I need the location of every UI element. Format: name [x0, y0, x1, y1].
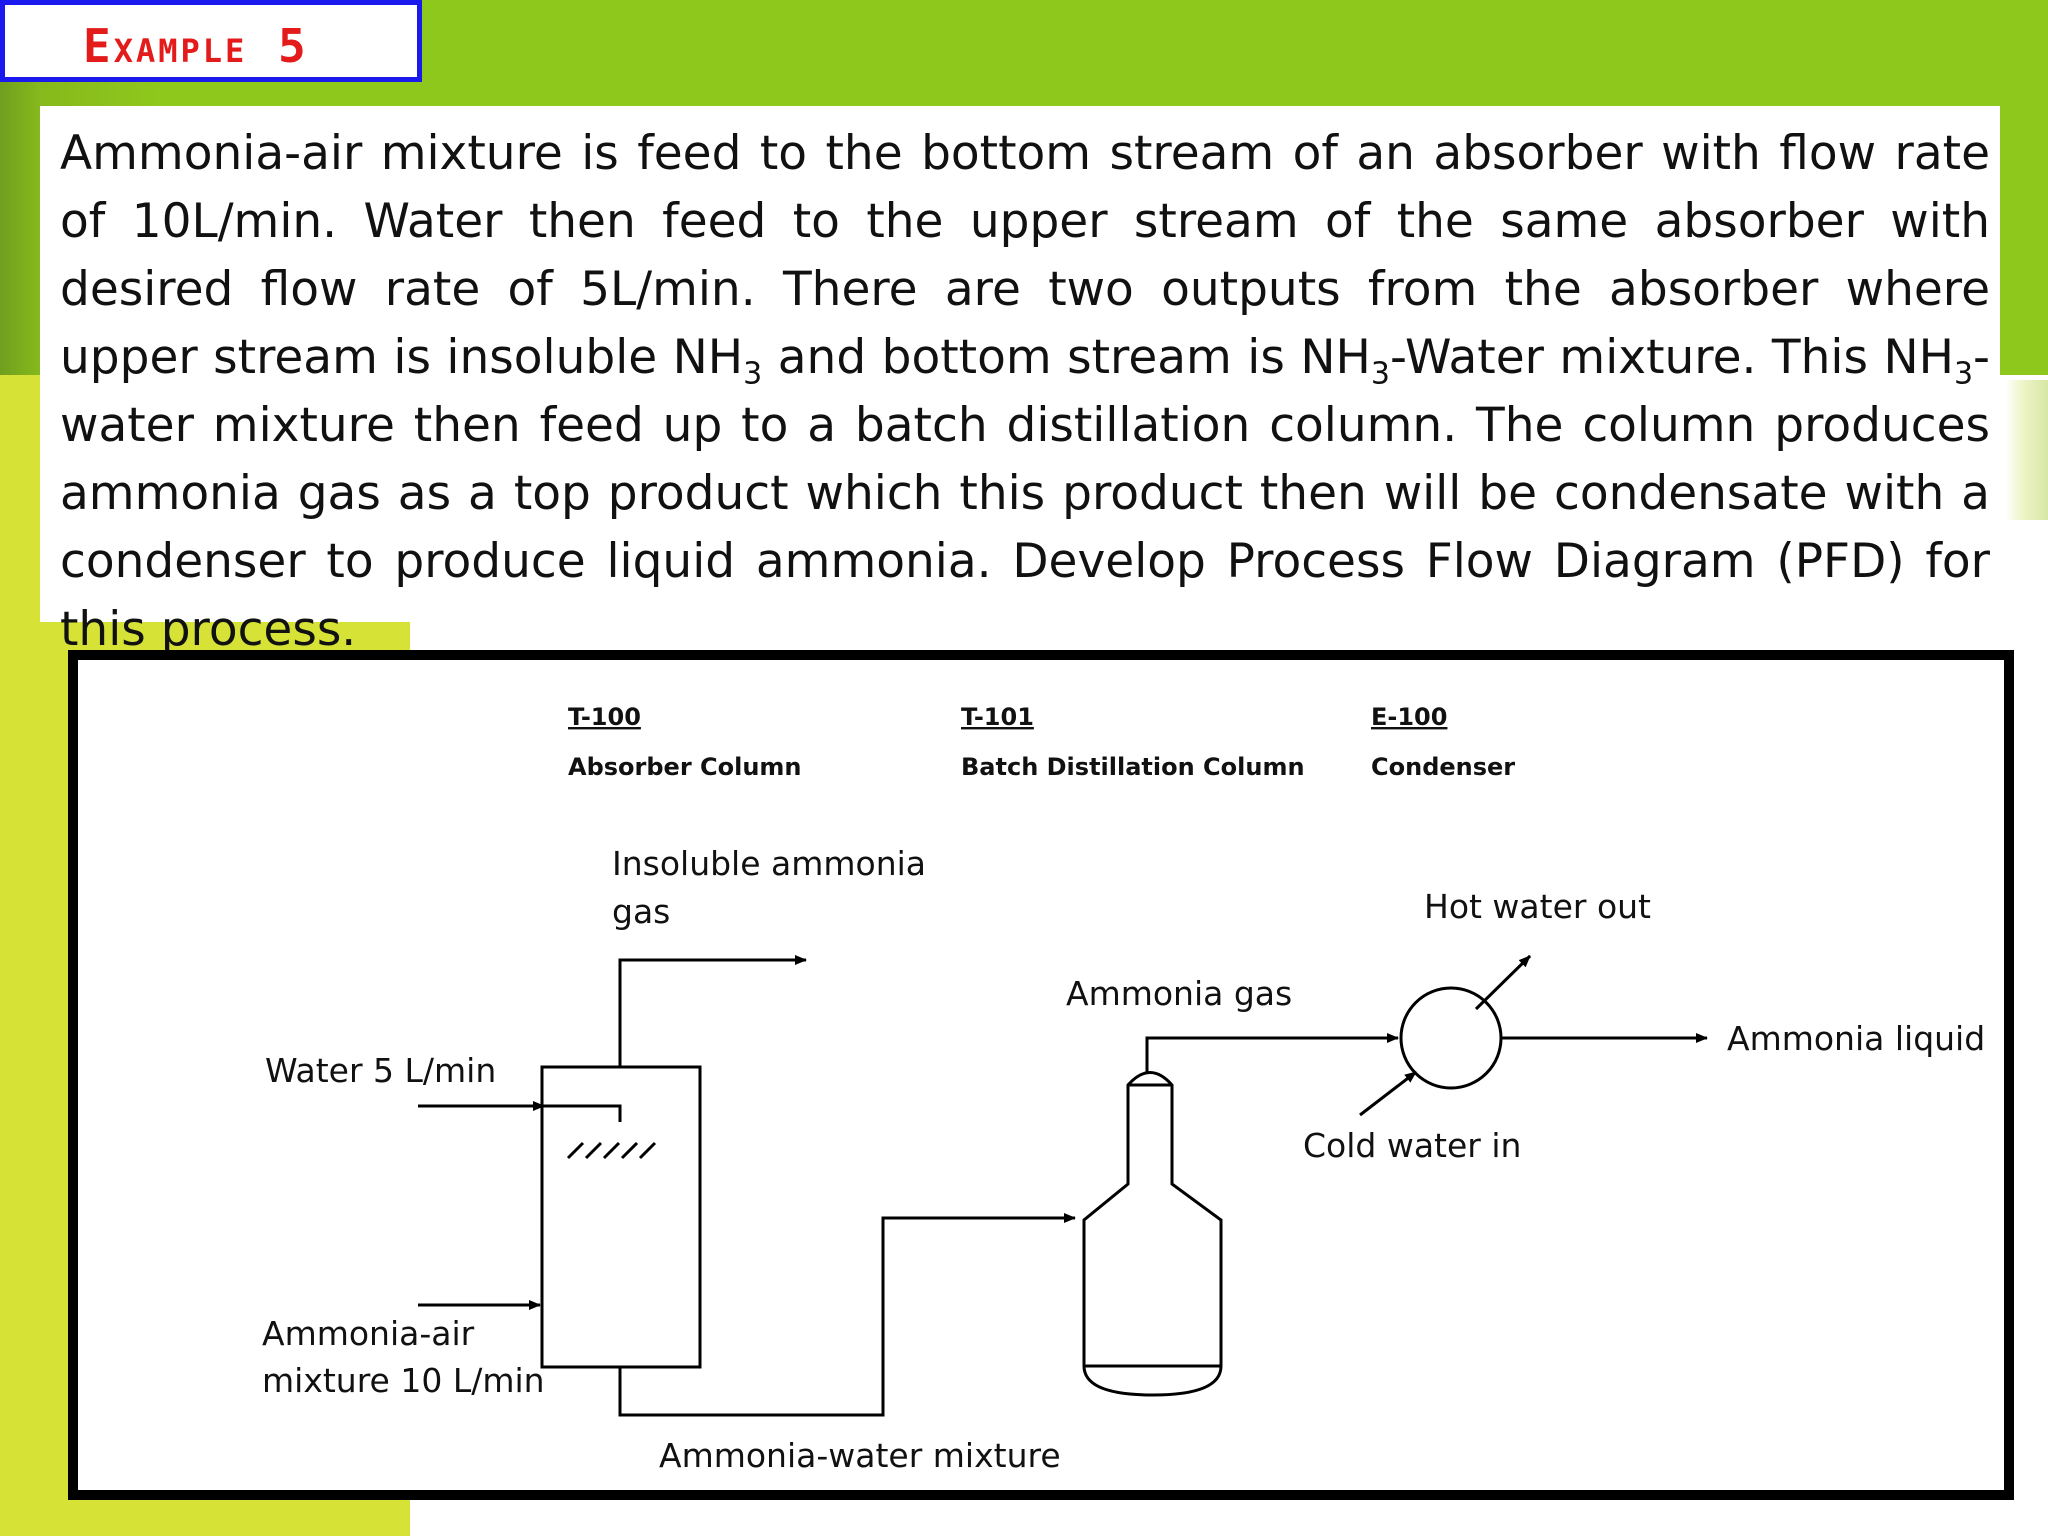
equipment-tag-t100: T-100: [568, 703, 641, 731]
ammonia-gas-stream-arrow: [1145, 1033, 1399, 1073]
water-distributor-line: [544, 1104, 622, 1122]
subscript-3: 3: [1370, 356, 1390, 392]
problem-line-6: top product which this product then will…: [60, 466, 1990, 589]
problem-statement: Ammonia-air mixture is feed to the botto…: [60, 120, 1990, 664]
water-inlet-label: Water 5 L/min: [265, 1051, 496, 1090]
equipment-name-e100: Condenser: [1371, 753, 1515, 781]
ammonia-liquid-label: Ammonia liquid: [1727, 1019, 1985, 1058]
problem-line-7: produce liquid ammonia. Develop Process …: [60, 534, 1991, 657]
problem-line-2: 10L/min. Water then feed to the upper st…: [60, 194, 1990, 317]
problem-line-5: then feed up to a batch distillation col…: [60, 398, 1990, 521]
cold-water-inlet-arrow: [1359, 1070, 1417, 1117]
pfd-diagram: T-100 Absorber Column T-101 Batch Distil…: [262, 703, 1985, 1475]
slide-title-box: Example 5: [0, 0, 422, 82]
subscript-3: 3: [743, 356, 763, 392]
insoluble-gas-outlet-arrow: [618, 955, 807, 1067]
problem-line-4d: -water mixture: [60, 330, 1991, 453]
insoluble-gas-label-line2: gas: [612, 892, 670, 931]
subscript-3: 3: [1953, 356, 1974, 392]
right-accent-strip: [2005, 380, 2048, 520]
hot-water-outlet-arrow: [1474, 954, 1532, 1011]
ammonia-water-stream-arrow: [618, 1213, 1076, 1417]
equipment-tag-t101: T-101: [961, 703, 1034, 731]
problem-line-4c: -Water mixture. This NH: [1389, 330, 1954, 385]
ammonia-gas-label: Ammonia gas: [1066, 974, 1292, 1013]
slide-title: Example 5: [83, 19, 309, 73]
problem-line-4b: and bottom stream is NH: [762, 330, 1371, 385]
equipment-tag-e100: E-100: [1371, 703, 1447, 731]
column-bottom-head: [1082, 1364, 1223, 1397]
problem-statement-box: Ammonia-air mixture is feed to the botto…: [40, 106, 2000, 657]
ammonia-water-label: Ammonia-water mixture: [659, 1436, 1061, 1475]
problem-line-3: flow rate of 5L/min. There are two outpu…: [60, 262, 1990, 385]
problem-line-4a: is insoluble NH: [393, 330, 744, 385]
cold-water-in-label: Cold water in: [1303, 1126, 1521, 1165]
absorber-packing-hatch: [566, 1141, 657, 1160]
pfd-diagram-frame: T-100 Absorber Column T-101 Batch Distil…: [68, 650, 2014, 1500]
hot-water-out-label: Hot water out: [1424, 887, 1651, 926]
insoluble-gas-label-line1: Insoluble ammonia: [612, 844, 926, 883]
batch-distillation-column: [1082, 1071, 1223, 1366]
equipment-name-t100: Absorber Column: [568, 753, 802, 781]
ammonia-air-label-line1: Ammonia-air: [262, 1314, 475, 1353]
equipment-name-t101: Batch Distillation Column: [961, 753, 1305, 781]
ammonia-air-label-line2: mixture 10 L/min: [262, 1361, 545, 1400]
problem-line-1: Ammonia-air mixture is feed to the botto…: [60, 126, 1990, 249]
